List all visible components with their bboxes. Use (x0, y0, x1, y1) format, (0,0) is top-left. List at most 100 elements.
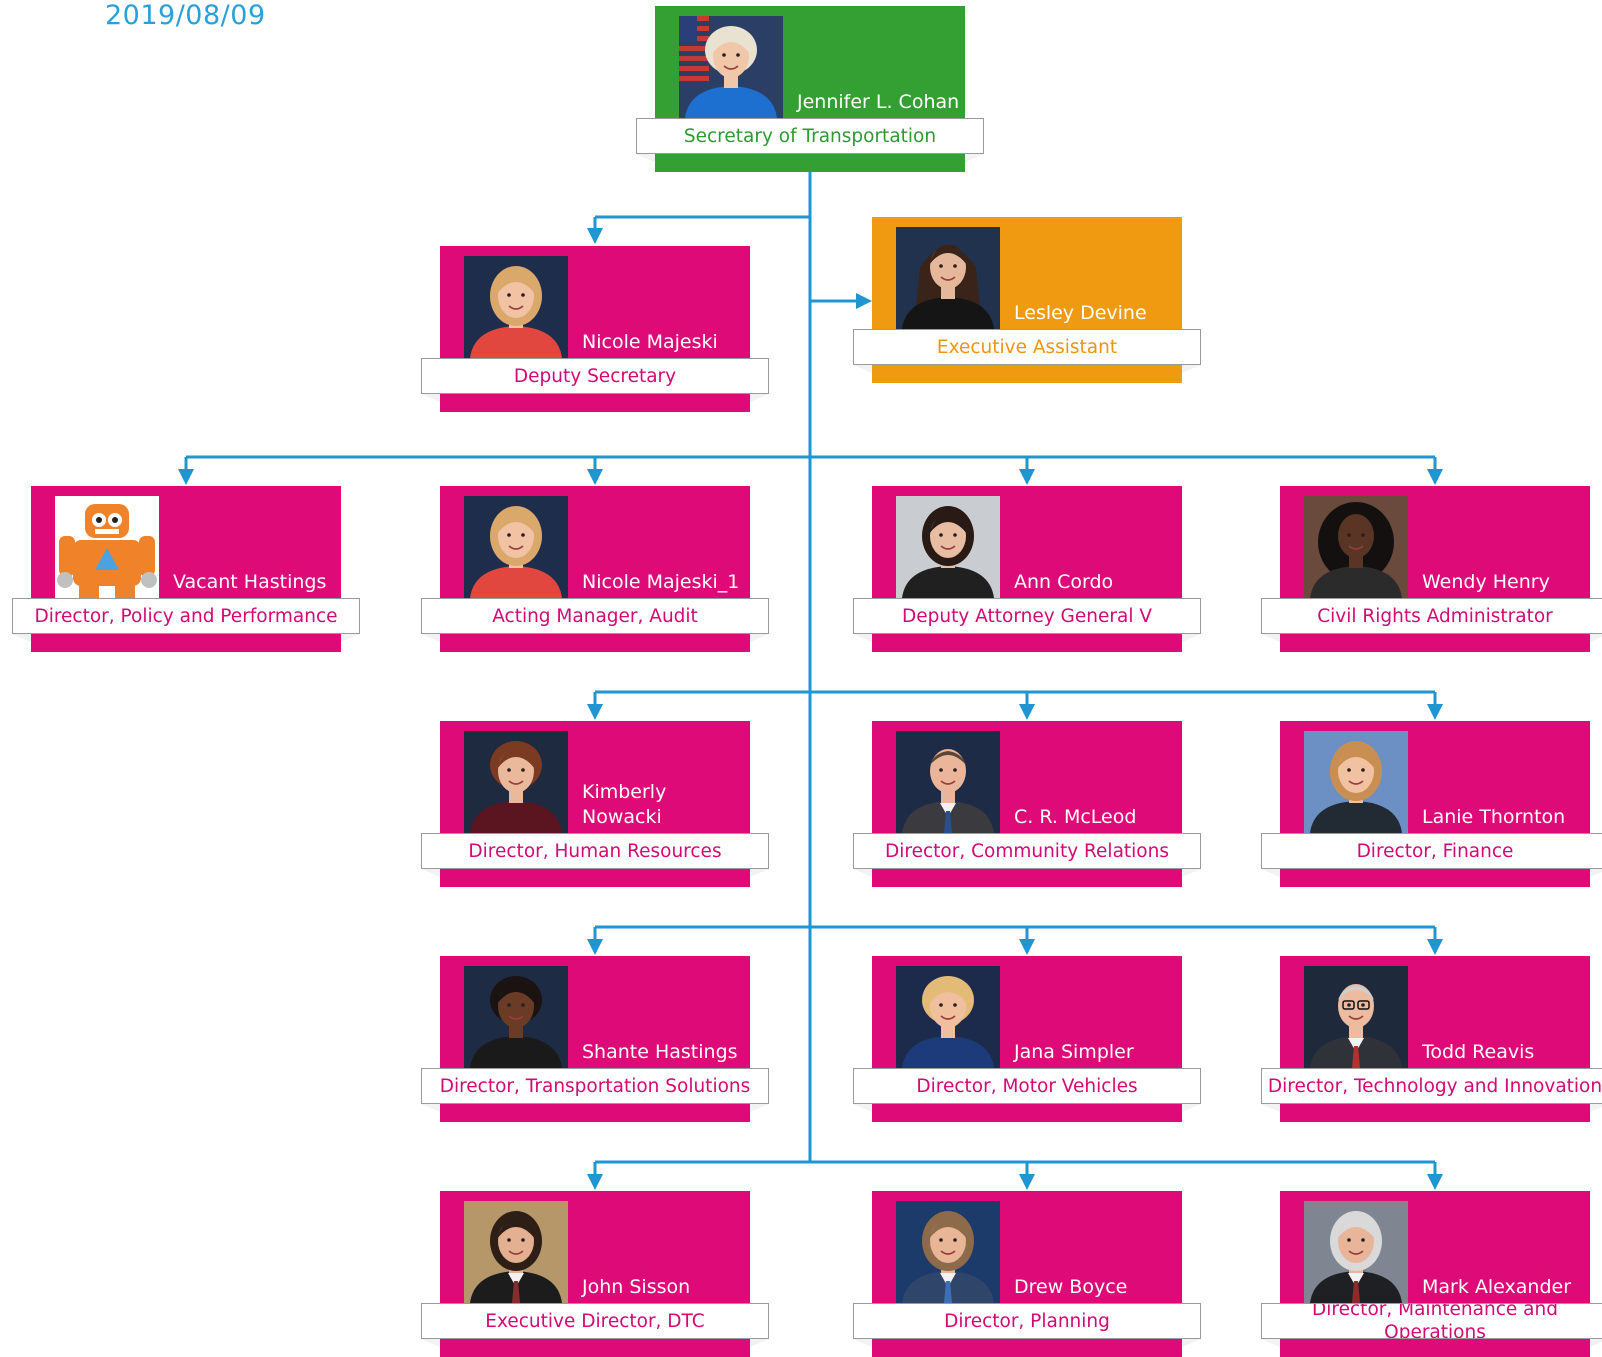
connector-arrow (587, 228, 603, 244)
person-title: Director, Human Resources (421, 833, 769, 869)
person-photo (1304, 731, 1408, 833)
connector-arrow (587, 704, 603, 720)
person-name: Todd Reavis (1422, 1041, 1535, 1063)
person-photo (1304, 496, 1408, 598)
ribbon-fold-right (1182, 365, 1201, 373)
ribbon-fold-left (421, 1104, 440, 1112)
ribbon-fold-right (1590, 1104, 1602, 1112)
connector-arrow (587, 469, 603, 485)
ribbon-fold-right (750, 634, 769, 642)
person-photo (1304, 1201, 1408, 1303)
connector-arrow (1019, 939, 1035, 955)
person-name: Jennifer L. Cohan (797, 91, 960, 113)
ribbon-fold-left (1261, 1104, 1280, 1112)
ribbon-fold-right (1590, 1339, 1602, 1347)
title-ribbon: Deputy Attorney General V (853, 598, 1201, 642)
ribbon-fold-left (12, 634, 31, 642)
ribbon-fold-left (421, 1339, 440, 1347)
ribbon-fold-left (1261, 1339, 1280, 1347)
ribbon-fold-left (1261, 634, 1280, 642)
person-name: Nicole Majeski (582, 331, 718, 353)
person-title: Secretary of Transportation (636, 118, 984, 154)
connector-arrow (1019, 1174, 1035, 1190)
person-photo (679, 16, 783, 118)
person-photo (896, 496, 1000, 598)
person-name: Kimberly Nowacki (582, 781, 667, 828)
title-ribbon: Director, Policy and Performance (12, 598, 360, 642)
ribbon-fold-left (421, 869, 440, 877)
person-name: Jana Simpler (1014, 1041, 1134, 1063)
title-ribbon: Director, Human Resources (421, 833, 769, 877)
person-photo (464, 496, 568, 598)
title-ribbon: Executive Assistant (853, 329, 1201, 373)
ribbon-fold-left (421, 394, 440, 402)
connector-arrow (1427, 469, 1443, 485)
title-ribbon: Executive Director, DTC (421, 1303, 769, 1347)
ribbon-fold-right (750, 1339, 769, 1347)
ribbon-fold-right (750, 1104, 769, 1112)
person-name: Vacant Hastings (173, 571, 327, 593)
person-name: Ann Cordo (1014, 571, 1114, 593)
title-ribbon: Director, Finance (1261, 833, 1602, 877)
person-title: Director, Technology and Innovation (1261, 1068, 1602, 1104)
chart-date: 2019/08/09 (105, 0, 266, 31)
person-photo (464, 256, 568, 358)
ribbon-fold-right (1590, 634, 1602, 642)
person-photo (464, 1201, 568, 1303)
ribbon-fold-left (853, 634, 872, 642)
ribbon-fold-left (853, 1104, 872, 1112)
person-photo (464, 966, 568, 1068)
ribbon-fold-left (853, 1339, 872, 1347)
title-ribbon: Director, Technology and Innovation (1261, 1068, 1602, 1112)
person-title: Executive Assistant (853, 329, 1201, 365)
person-photo (896, 731, 1000, 833)
person-name: Shante Hastings (582, 1041, 738, 1063)
connector-arrow (1427, 939, 1443, 955)
connector-arrow (587, 1174, 603, 1190)
ribbon-fold-right (750, 394, 769, 402)
person-photo (896, 227, 1000, 329)
title-ribbon: Secretary of Transportation (636, 118, 984, 162)
person-title: Director, Transportation Solutions (421, 1068, 769, 1104)
person-name: Nicole Majeski_1 (582, 571, 740, 593)
ribbon-fold-right (750, 869, 769, 877)
connector-arrow (1427, 704, 1443, 720)
connector-arrow (587, 939, 603, 955)
title-ribbon: Civil Rights Administrator (1261, 598, 1602, 642)
person-title: Deputy Secretary (421, 358, 769, 394)
person-photo (896, 1201, 1000, 1303)
title-ribbon: Director, Transportation Solutions (421, 1068, 769, 1112)
person-title: Director, Maintenance and Operations (1261, 1303, 1602, 1339)
person-title: Director, Community Relations (853, 833, 1201, 869)
person-photo (55, 496, 159, 598)
ribbon-fold-right (341, 634, 360, 642)
ribbon-fold-right (1590, 869, 1602, 877)
person-title: Director, Motor Vehicles (853, 1068, 1201, 1104)
person-name: Lanie Thornton (1422, 806, 1566, 828)
connector-arrow (1019, 704, 1035, 720)
ribbon-fold-right (1182, 1339, 1201, 1347)
ribbon-fold-left (853, 869, 872, 877)
person-photo (1304, 966, 1408, 1068)
person-name: Lesley Devine (1014, 302, 1147, 324)
person-name: Mark Alexander (1422, 1276, 1572, 1298)
connector-arrow (178, 469, 194, 485)
ribbon-fold-left (421, 634, 440, 642)
